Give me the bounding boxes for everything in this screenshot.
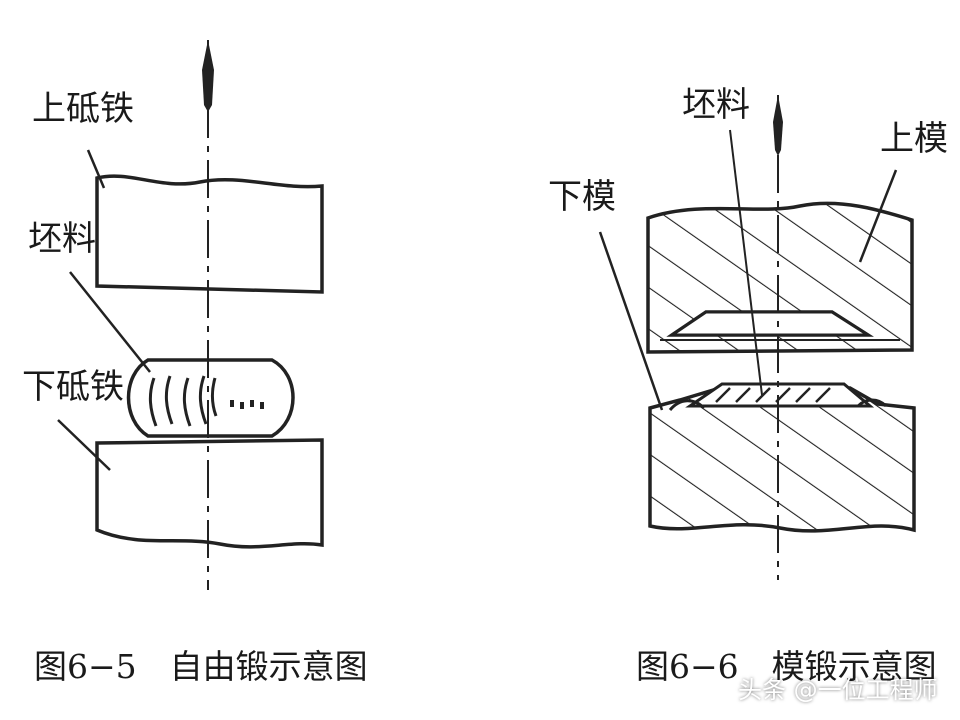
caption-fig-6-5: 图6−5 自由锻示意图 <box>34 647 368 686</box>
leader-lower-anvil <box>57 419 111 471</box>
die-blank <box>685 382 875 408</box>
die-force-arrow <box>773 95 783 156</box>
free-force-arrow <box>202 40 214 112</box>
label-lower-anvil: 下砥铁 <box>22 367 124 407</box>
watermark: 头条 @一位工程师 <box>738 676 938 704</box>
die-forging-figure <box>598 95 916 580</box>
upper-anvil <box>95 174 324 294</box>
label-upper-anvil: 上砥铁 <box>32 89 134 129</box>
lower-die <box>648 386 916 533</box>
free-blank <box>126 358 295 438</box>
free-forging-figure <box>57 40 324 590</box>
lower-anvil <box>95 438 324 549</box>
leader-upper-anvil <box>86 149 106 189</box>
free-blank-texture <box>148 375 218 427</box>
label-upper-die: 上模 <box>880 119 948 159</box>
free-blank-dots <box>230 400 264 409</box>
caption-fig-6-6: 图6−6 模锻示意图 <box>636 647 937 686</box>
die-flash <box>668 398 888 412</box>
leader-upper-die <box>858 169 898 263</box>
label-free-blank: 坯料 <box>28 219 96 259</box>
leader-lower-die <box>598 231 664 411</box>
leader-die-blank <box>729 129 763 396</box>
label-die-blank: 坯料 <box>682 85 750 125</box>
label-lower-die: 下模 <box>548 177 616 217</box>
leader-free-blank <box>69 271 151 373</box>
upper-die-cavity <box>667 310 874 337</box>
